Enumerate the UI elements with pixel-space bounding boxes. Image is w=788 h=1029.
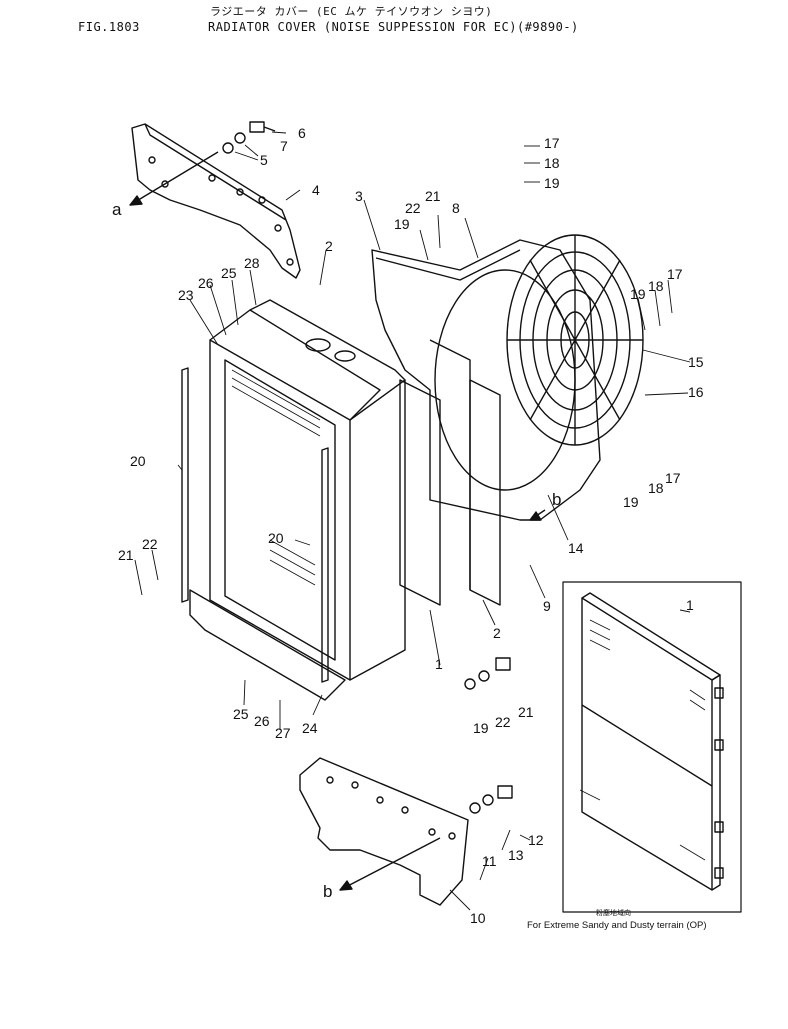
figure-number: FIG.1803 <box>78 20 140 34</box>
callout-19-middle: 19 <box>473 720 489 736</box>
callout-4: 4 <box>312 182 320 198</box>
view-marker-b-top: b <box>552 490 562 509</box>
callout-17-top: 17 <box>544 135 560 151</box>
view-marker-a: a <box>112 200 122 219</box>
callout-6: 6 <box>298 125 306 141</box>
callout-9: 9 <box>543 598 551 614</box>
callout-22-top: 22 <box>405 200 421 216</box>
bolt-group-bottom <box>469 785 513 814</box>
callout-24: 24 <box>302 720 318 736</box>
side-cover <box>399 339 501 606</box>
bottom-plate <box>189 589 346 701</box>
callout-19-lower: 19 <box>623 494 639 510</box>
callout-18-lower: 18 <box>648 480 664 496</box>
bracket-bottom <box>299 757 469 906</box>
bracket-top <box>131 123 301 279</box>
callout-22-left: 22 <box>142 536 158 552</box>
inset-japanese-caption: 粉塵地域向 <box>596 909 631 917</box>
callout-26-bottom: 26 <box>254 713 270 729</box>
callout-18-top: 18 <box>544 155 560 171</box>
callout-21-top: 21 <box>425 188 441 204</box>
callout-13: 13 <box>508 847 524 863</box>
callout-17-right: 17 <box>667 266 683 282</box>
callout-19-top-right: 19 <box>544 175 560 191</box>
fan-guard <box>506 234 644 446</box>
callout-7: 7 <box>280 138 288 154</box>
callout-2-lower: 2 <box>493 625 501 641</box>
callout-16: 16 <box>688 384 704 400</box>
callout-26-top: 26 <box>198 275 214 291</box>
callout-1: 1 <box>435 656 443 672</box>
callout-25-bottom: 25 <box>233 706 249 722</box>
callout-14: 14 <box>568 540 584 556</box>
callout-21-left: 21 <box>118 547 134 563</box>
callout-18-right: 18 <box>648 278 664 294</box>
bolt-group-middle <box>464 657 511 690</box>
callout-22-middle: 22 <box>495 714 511 730</box>
inset-panel <box>562 581 742 913</box>
view-arrows <box>129 151 546 891</box>
shroud-plate <box>371 239 601 521</box>
callout-21-middle: 21 <box>518 704 534 720</box>
callout-11: 11 <box>482 853 497 869</box>
callout-20-left: 20 <box>130 453 146 469</box>
callout-20-center: 20 <box>268 530 284 546</box>
leader-lines <box>134 131 691 911</box>
callout-3: 3 <box>355 188 363 204</box>
callout-5: 5 <box>260 152 268 168</box>
callout-23: 23 <box>178 287 194 303</box>
callout-10: 10 <box>470 910 486 926</box>
callout-25-top: 25 <box>221 265 237 281</box>
callout-15: 15 <box>688 354 704 370</box>
callout-1-inset: 1 <box>686 597 694 613</box>
bolt-group-top <box>222 121 276 154</box>
callout-28: 28 <box>244 255 260 271</box>
callout-19-top: 19 <box>394 216 410 232</box>
callout-8: 8 <box>452 200 460 216</box>
side-plates <box>181 367 329 683</box>
inset-caption: For Extreme Sandy and Dusty terrain (OP) <box>527 920 707 931</box>
view-marker-b-bottom: b <box>323 882 333 901</box>
callout-12: 12 <box>528 832 544 848</box>
japanese-title: ラジエータ カバー (EC ムケ テイソウオン シヨウ) <box>210 5 493 18</box>
callout-19-right: 19 <box>630 286 646 302</box>
callout-17-lower: 17 <box>665 470 681 486</box>
callout-27: 27 <box>275 725 291 741</box>
figure-title: RADIATOR COVER (NOISE SUPPESSION FOR EC)… <box>208 20 579 34</box>
radiator-core <box>209 299 406 681</box>
callout-2-top: 2 <box>325 238 333 254</box>
